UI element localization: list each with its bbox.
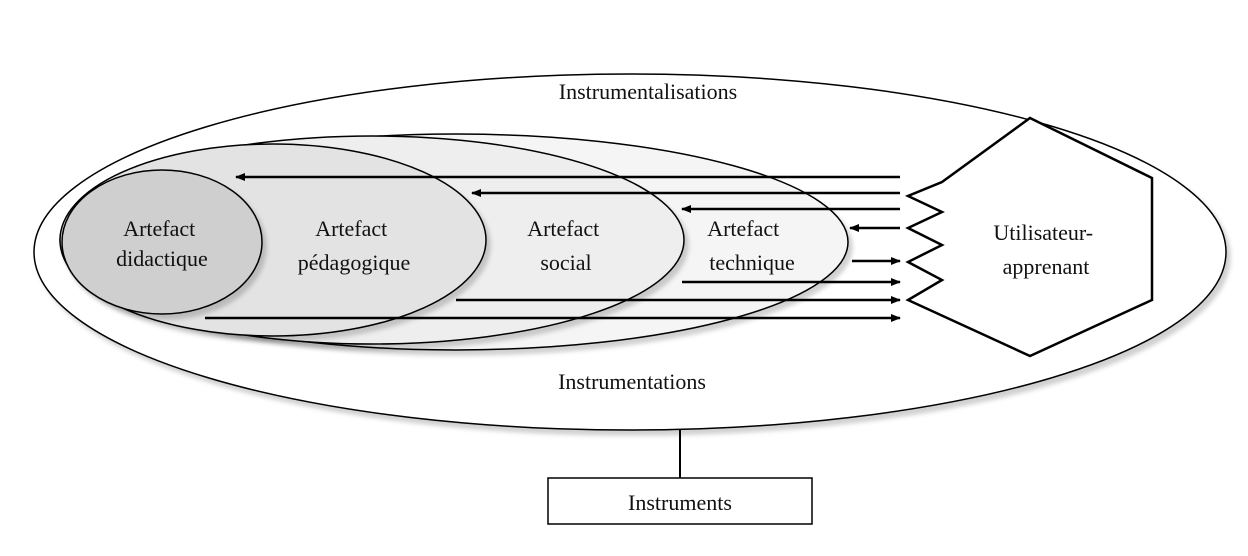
ellipse-artefact-didactique (61, 169, 263, 315)
label-instruments: Instruments (628, 490, 732, 515)
arrows-instrumentation (205, 257, 901, 322)
label-artefact-didactique: Artefact didactique (116, 216, 208, 271)
arrows-instrumentalisation (235, 173, 900, 232)
utilisateur-hexagon (904, 116, 1154, 358)
label-artefact-technique: Artefact technique (707, 216, 795, 275)
label-instrumentalisations: Instrumentalisations (559, 79, 737, 104)
label-utilisateur-apprenant: Utilisateur- apprenant (993, 220, 1098, 279)
label-artefact-social: Artefact social (527, 216, 605, 275)
label-instrumentations: Instrumentations (558, 369, 706, 394)
instruments-box (547, 477, 813, 525)
label-artefact-pedagogique: Artefact pédagogique (298, 216, 410, 275)
